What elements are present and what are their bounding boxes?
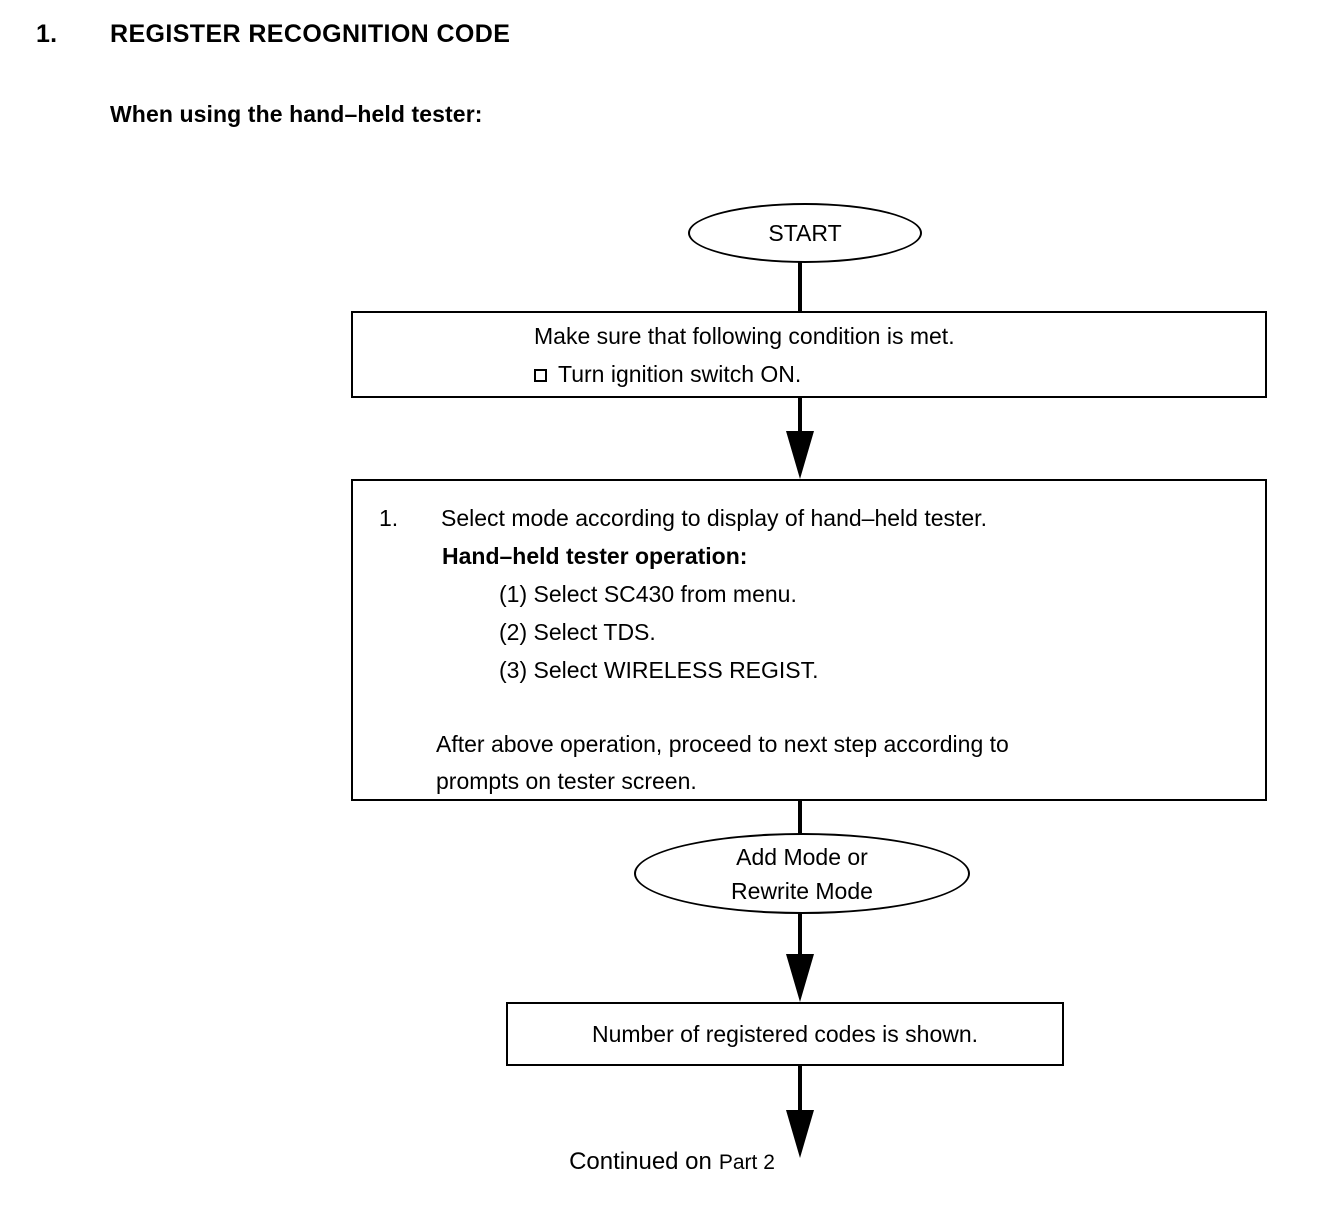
empty-checkbox-icon: [534, 369, 547, 382]
condition-line-1: Make sure that following condition is me…: [534, 323, 955, 349]
instruction-box: 1. Select mode according to display of h…: [351, 479, 1267, 801]
subheading: When using the hand–held tester:: [110, 101, 483, 127]
instruction-operation-1: (1) Select SC430 from menu.: [499, 581, 797, 607]
arrowhead-condition-to-instruction: [786, 431, 814, 479]
section-number: 1.: [36, 20, 58, 48]
connector-instruction-to-mode: [798, 801, 802, 839]
continued-label: Continued on: [569, 1148, 712, 1175]
condition-box: Make sure that following condition is me…: [351, 311, 1267, 398]
instruction-operation-2: (2) Select TDS.: [499, 619, 656, 645]
continued-footer: Continued on Part 2: [0, 1148, 1344, 1176]
result-box: Number of registered codes is shown.: [506, 1002, 1064, 1066]
instruction-step-text: Select mode according to display of hand…: [441, 505, 987, 531]
continued-part-label: Part 2: [718, 1151, 775, 1174]
condition-line-2-row: Turn ignition switch ON.: [534, 361, 801, 388]
arrowhead-result-to-footer: [786, 1110, 814, 1158]
connector-condition-to-instruction: [798, 398, 802, 431]
instruction-operation-title: Hand–held tester operation:: [442, 543, 748, 569]
instruction-note: After above operation, proceed to next s…: [436, 726, 1210, 800]
arrowhead-mode-to-result: [786, 954, 814, 1002]
flowchart-start-node: START: [688, 203, 922, 263]
instruction-step-number: 1.: [379, 505, 399, 531]
start-node-label: START: [768, 220, 842, 246]
instruction-operation-3: (3) Select WIRELESS REGIST.: [499, 657, 819, 683]
result-box-label: Number of registered codes is shown.: [591, 1021, 979, 1047]
instruction-note-line-2: prompts on tester screen.: [436, 768, 697, 794]
page-title: REGISTER RECOGNITION CODE: [110, 20, 511, 48]
instruction-note-line-1: After above operation, proceed to next s…: [436, 731, 1009, 757]
connector-mode-to-result: [798, 912, 802, 954]
connector-result-to-footer: [798, 1066, 802, 1110]
mode-node-line-1: Add Mode or: [736, 843, 868, 870]
connector-start-to-condition: [798, 262, 802, 312]
mode-node-line-2: Rewrite Mode: [731, 877, 873, 904]
condition-line-2: Turn ignition switch ON.: [558, 361, 802, 387]
flowchart-mode-node: Add Mode or Rewrite Mode: [634, 833, 970, 914]
